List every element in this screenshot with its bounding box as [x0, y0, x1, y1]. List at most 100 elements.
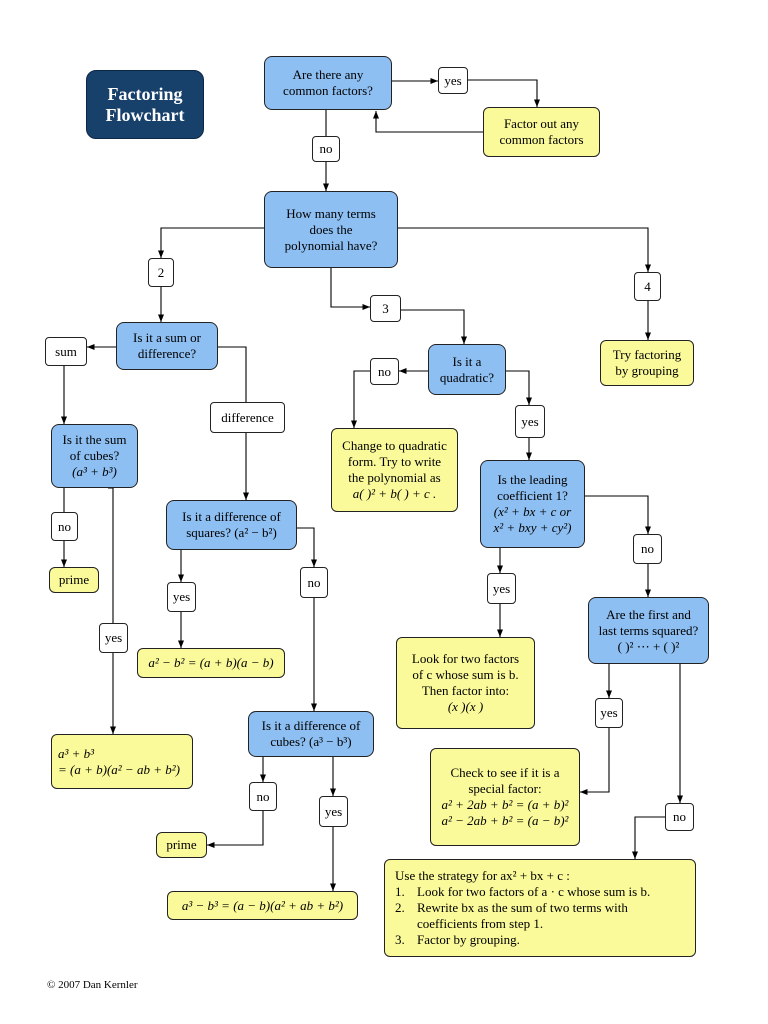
common-factors-question-line: Are there any — [292, 67, 364, 82]
factor-out-common-box: Factor out any common factors — [483, 107, 600, 157]
leading-yes-label: yes — [487, 573, 516, 604]
prime-text: prime — [166, 837, 197, 852]
leading-line: coefficient 1? — [497, 488, 568, 503]
common-factors-question-line: common factors? — [283, 83, 373, 98]
sum-label: sum — [45, 337, 87, 366]
sum-of-cubes-question: Is it the sum of cubes? (a³ + b³) — [51, 424, 138, 488]
step-text: Factor by grouping. — [417, 932, 520, 947]
special-factor-box: Check to see if it is a special factor: … — [430, 748, 580, 846]
leading-formula: (x² + bx + c or — [493, 504, 572, 519]
terms-question-line: does the — [309, 221, 353, 237]
leading-no-label: no — [633, 534, 662, 564]
quadratic-yes-label: yes — [515, 405, 545, 438]
prime-text: prime — [58, 572, 90, 587]
sum-diff-line: difference? — [137, 346, 197, 361]
special-formula: a² + 2ab + b² = (a + b)² — [441, 797, 569, 812]
special-formula: a² − 2ab + b² = (a − b)² — [441, 813, 569, 828]
diff-cubes-line: cubes? (a³ − b³) — [270, 734, 352, 749]
title-line-1: Factoring — [107, 83, 183, 104]
squared-yes-label: yes — [595, 698, 623, 728]
diff-prime-box: prime — [156, 832, 207, 858]
sum-cubes-formula-line: a³ + b³ — [58, 745, 95, 761]
strategy-step-3: 3. Factor by grouping. — [395, 932, 520, 948]
terms-question-line: How many terms — [286, 205, 376, 221]
common-factors-question: Are there any common factors? — [264, 56, 392, 110]
grouping-line: by grouping — [615, 363, 679, 378]
change-form-expression: a( )² + b( ) + c . — [352, 486, 437, 501]
squared-line: Are the first and — [606, 606, 691, 622]
step-number: 3. — [395, 932, 405, 947]
difference-of-squares-question: Is it a difference of squares? (a² − b²) — [166, 500, 297, 550]
try-grouping-box: Try factoring by grouping — [600, 340, 694, 386]
sum-diff-line: Is it a sum or — [133, 330, 201, 345]
difference-label: difference — [210, 402, 285, 433]
leading-formula: x² + bxy + cy²) — [493, 520, 572, 535]
diff-cubes-no-label: no — [249, 782, 277, 811]
change-form-line: form. Try to write — [347, 454, 442, 469]
difference-of-cubes-question: Is it a difference of cubes? (a³ − b³) — [248, 711, 374, 757]
sum-cubes-no-label: no — [51, 512, 78, 541]
factor-out-line: Factor out any — [503, 116, 580, 131]
three-terms-label: 3 — [370, 295, 401, 322]
sum-cubes-formula-line: = (a + b)(a² − ab + b²) — [58, 761, 180, 777]
squared-no-label: no — [665, 803, 694, 831]
leading-line: Is the leading — [497, 472, 568, 487]
change-form-line: Change to quadratic — [342, 438, 447, 453]
flowchart-title: Factoring Flowchart — [86, 70, 204, 139]
step-text: Look for two factors of a · c whose sum … — [417, 884, 651, 899]
look-for-two-factors-box: Look for two factors of c whose sum is b… — [396, 637, 535, 729]
special-line: special factor: — [468, 781, 542, 796]
diff-squares-formula: a² − b² = (a + b)(a − b) — [148, 655, 274, 670]
sum-prime-box: prime — [49, 567, 99, 593]
squared-line: last terms squared? — [598, 622, 699, 638]
diff-squares-yes-label: yes — [167, 582, 196, 612]
diff-cubes-formula: a³ − b³ = (a − b)(a² + ab + b²) — [181, 897, 344, 913]
step-text: Rewrite bx as the sum of two terms with — [417, 900, 628, 915]
leading-coefficient-question: Is the leading coefficient 1? (x² + bx +… — [480, 460, 585, 548]
diff-squares-line: Is it a difference of — [182, 509, 281, 524]
two-factors-form: (x )(x ) — [447, 699, 484, 714]
quadratic-line: Is it a — [452, 353, 482, 369]
two-terms-label: 2 — [148, 258, 174, 287]
diff-cubes-line: Is it a difference of — [261, 718, 361, 733]
sum-cubes-line: Is it the sum — [62, 432, 127, 447]
sum-cubes-formula: (a³ + b³) — [72, 464, 117, 479]
title-line-2: Flowchart — [105, 104, 185, 125]
is-quadratic-question: Is it a quadratic? — [428, 344, 506, 395]
step-number: 2. — [395, 900, 405, 915]
first-last-squared-question: Are the first and last terms squared? ( … — [588, 597, 709, 664]
squared-formula: ( )² ⋯ + ( )² — [617, 638, 680, 654]
sum-cubes-formula-box: a³ + b³ = (a + b)(a² − ab + b²) — [51, 734, 193, 789]
how-many-terms-question: How many terms does the polynomial have? — [264, 191, 398, 268]
change-to-quadratic-box: Change to quadratic form. Try to write t… — [331, 428, 458, 512]
strategy-step-2: 2. Rewrite bx as the sum of two terms wi… — [395, 900, 628, 916]
change-form-line: the polynomial as — [348, 470, 441, 485]
two-factors-line: Then factor into: — [421, 683, 510, 698]
two-factors-line: of c whose sum is b. — [412, 667, 519, 682]
quadratic-line: quadratic? — [439, 369, 495, 385]
copyright-notice: © 2007 Dan Kernler — [47, 979, 138, 991]
common-factors-no-label: no — [312, 136, 340, 162]
grouping-line: Try factoring — [612, 347, 682, 362]
diff-cubes-yes-label: yes — [319, 796, 348, 827]
sum-cubes-line: of cubes? — [69, 448, 120, 463]
strategy-step-1: 1. Look for two factors of a · c whose s… — [395, 884, 650, 900]
diff-squares-no-label: no — [300, 567, 328, 598]
special-line: Check to see if it is a — [450, 765, 560, 780]
sum-cubes-yes-label: yes — [99, 623, 128, 653]
ac-strategy-box: Use the strategy for ax² + bx + c : 1. L… — [384, 859, 696, 957]
four-terms-label: 4 — [634, 272, 661, 301]
diff-cubes-formula-box: a³ − b³ = (a − b)(a² + ab + b²) — [167, 891, 358, 920]
diff-squares-formula-box: a² − b² = (a + b)(a − b) — [137, 648, 285, 678]
diff-squares-line: squares? (a² − b²) — [186, 525, 277, 540]
quadratic-no-label: no — [370, 358, 399, 385]
step-number: 1. — [395, 884, 405, 899]
two-factors-line: Look for two factors — [411, 651, 520, 666]
sum-or-difference-question: Is it a sum or difference? — [116, 322, 218, 370]
common-factors-yes-label: yes — [438, 67, 468, 94]
terms-question-line: polynomial have? — [284, 237, 378, 253]
factor-out-line: common factors — [499, 132, 584, 147]
step-text-continued: coefficients from step 1. — [417, 916, 544, 931]
strategy-heading: Use the strategy for ax² + bx + c : — [395, 868, 570, 883]
